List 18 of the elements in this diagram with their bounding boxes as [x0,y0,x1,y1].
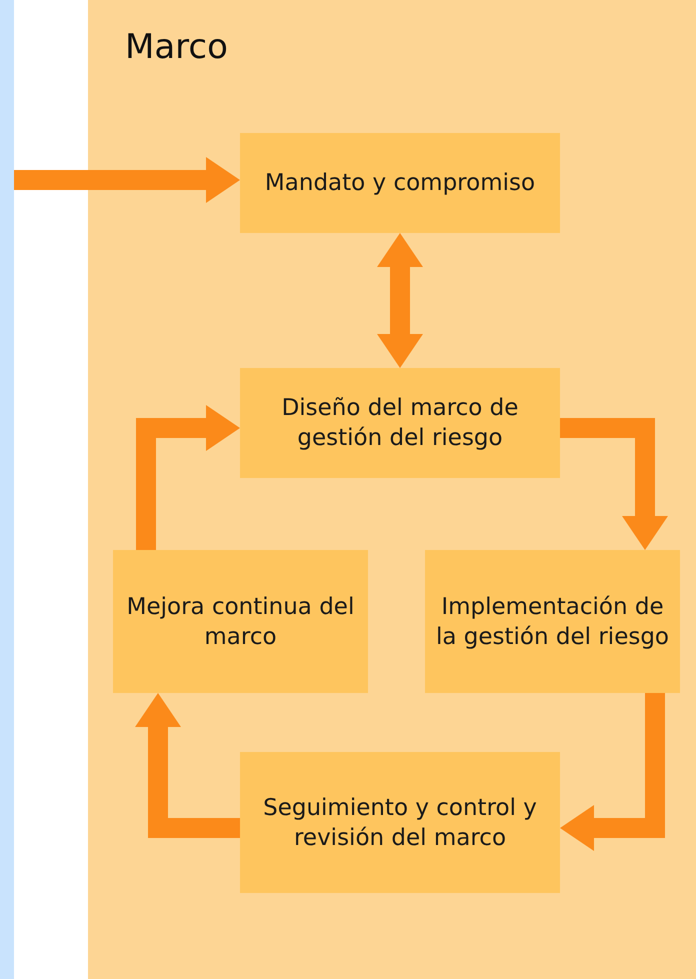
process-box [240,752,560,893]
process-box [425,550,680,693]
box-label: Mandato y compromiso [264,169,536,198]
process-box [240,133,560,233]
panel-title: Marco [125,30,228,64]
arrow [560,693,665,851]
frame-panel [88,0,696,979]
arrow [14,157,240,203]
box-label: Diseño del marco de gestión del riesgo [280,394,520,453]
process-box [113,550,368,693]
process-box [240,368,560,478]
box-label: Mejora continua del marco [126,592,356,652]
arrow [136,405,240,550]
box-label: Implementación de la gestión del riesgo [435,592,670,652]
arrow [377,233,423,368]
arrow [135,693,240,838]
box-label: Seguimiento y control y revisión del marco [262,794,538,852]
arrow [560,418,668,550]
